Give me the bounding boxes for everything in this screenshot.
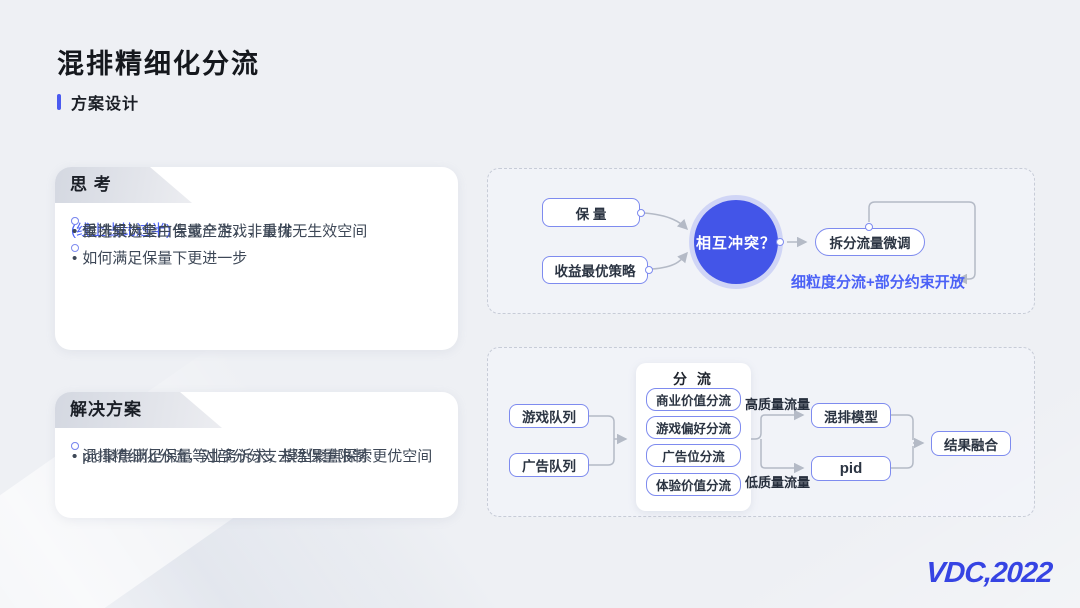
page-title: 混排精细化分流 <box>57 49 260 79</box>
queue-node-ad: 广告队列 <box>509 453 589 477</box>
connector-lines-svg <box>643 201 976 285</box>
solution-card-body: 混排精细化分流，对部分分支去除保量限制 pid聚焦满足保量等业务诉求，模型聚焦探… <box>55 428 458 465</box>
subtitle: 方案设计 <box>57 90 139 114</box>
bullet-item: 如何满足保量下更进一步 <box>71 244 247 267</box>
bullet-item: pid聚焦满足保量等业务诉求，模型聚焦探索更优空间 <box>71 442 432 465</box>
connector-lines-svg <box>589 409 925 474</box>
vdc-2022-logo: VDC,2022 <box>925 557 1054 589</box>
input-node-revenue-strategy: 收益最优策略 <box>542 256 648 284</box>
label-high-quality-traffic: 高质量流量 <box>745 397 811 412</box>
merge-node-result: 结果融合 <box>931 431 1011 456</box>
label-low-quality-traffic: 低质量流量 <box>745 475 811 490</box>
model-node-pid: pid <box>811 456 891 481</box>
thinking-card-body: 重排候选集由保量产生，非最优 候选集为全广告或全游戏，重排无生效空间 (线上占比… <box>55 203 458 267</box>
split-item-game-preference: 游戏偏好分流 <box>646 416 741 439</box>
note-fine-grained: 细粒度分流+部分约束开放 <box>791 274 965 291</box>
model-node-mixed-rank: 混排模型 <box>811 403 891 428</box>
input-node-guarantee: 保 量 <box>542 198 640 227</box>
connector-dot <box>645 266 653 274</box>
thinking-card-header: 思 考 <box>55 167 192 203</box>
solution-card-header: 解决方案 <box>55 392 222 428</box>
connector-dot <box>776 238 784 246</box>
conflict-circle: 相互冲突？ <box>694 200 778 284</box>
split-item-experience: 体验价值分流 <box>646 473 741 496</box>
connector-dot <box>637 209 645 217</box>
action-node-split-traffic: 拆分流量微调 <box>815 228 925 256</box>
bullet-item: 候选集为全广告或全游戏，重排无生效空间 <box>71 217 367 240</box>
split-card: 分 流 商业价值分流 游戏偏好分流 广告位分流 体验价值分流 <box>636 363 751 511</box>
solution-card: 解决方案 混排精细化分流，对部分分支去除保量限制 pid聚焦满足保量等业务诉求，… <box>55 392 458 518</box>
subtitle-accent-bar <box>57 94 61 110</box>
split-card-title: 分 流 <box>673 371 714 387</box>
split-item-commercial: 商业价值分流 <box>646 388 741 411</box>
thinking-card: 思 考 重排候选集由保量产生，非最优 候选集为全广告或全游戏，重排无生效空间 (… <box>55 167 458 350</box>
queue-node-game: 游戏队列 <box>509 404 589 428</box>
subtitle-label: 方案设计 <box>71 96 140 113</box>
split-item-ad-slot: 广告位分流 <box>646 444 741 467</box>
conflict-diagram-panel: 保 量 收益最优策略 相互冲突？ 拆分流量微调 细粒度分流+部分约束开放 <box>487 168 1035 314</box>
flow-diagram-panel: 游戏队列 广告队列 分 流 商业价值分流 游戏偏好分流 广告位分流 体验价值分流… <box>487 347 1035 517</box>
connector-dot <box>865 223 873 231</box>
